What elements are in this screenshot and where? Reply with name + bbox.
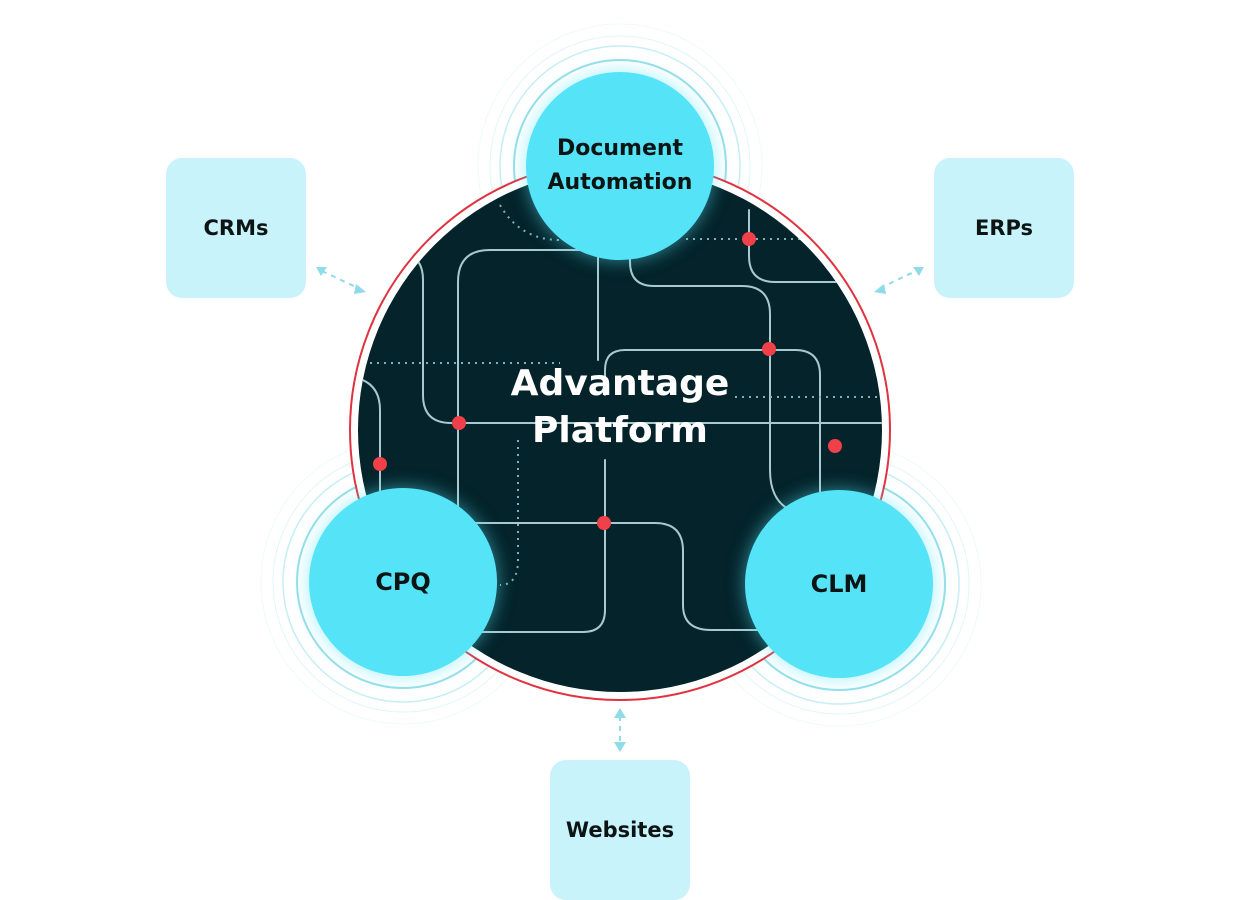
platform-title-line2: Platform [532, 410, 708, 451]
clm-node: CLM [745, 490, 933, 678]
cpq-label: CPQ [375, 568, 431, 596]
websites-label: Websites [565, 818, 675, 842]
cpq-node: CPQ [309, 488, 497, 676]
document-automation-line2: Automation [547, 170, 693, 195]
platform-title-line1: Advantage [510, 363, 730, 404]
platform-title: Advantage Platform [470, 360, 770, 454]
junction-dots [373, 232, 842, 530]
document-automation-node: Document Automation [526, 72, 714, 260]
erps-label: ERPs [974, 216, 1034, 240]
document-automation-label: Document Automation [548, 132, 693, 200]
crms-box: CRMs [166, 158, 306, 298]
websites-box: Websites [550, 760, 690, 900]
document-automation-line1: Document [556, 136, 684, 161]
clm-label: CLM [810, 570, 868, 598]
connector-arrowheads [316, 267, 924, 752]
integration-connectors [321, 270, 917, 744]
crms-label: CRMs [203, 216, 269, 240]
erps-box: ERPs [934, 158, 1074, 298]
